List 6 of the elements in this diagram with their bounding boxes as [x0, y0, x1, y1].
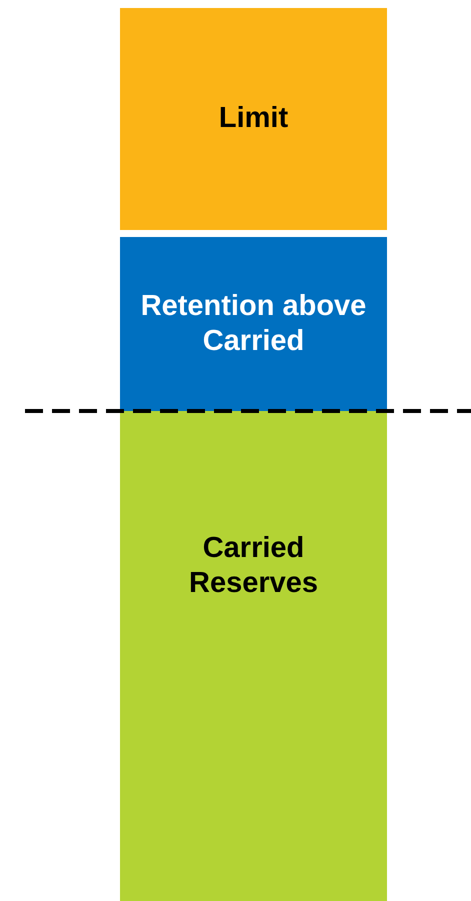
- block-label: Limit: [218, 101, 288, 136]
- reserves-block: [120, 411, 387, 901]
- block-label: Carried Reserves: [188, 530, 319, 601]
- limit-block: [120, 8, 387, 230]
- block-label: Retention above Carried: [140, 288, 368, 359]
- retention-block: [120, 237, 387, 411]
